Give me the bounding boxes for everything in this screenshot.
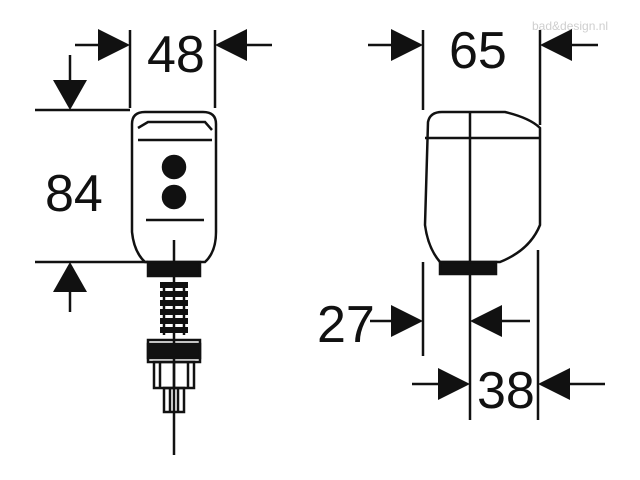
sensor-dot-bottom [161,184,187,210]
arrow-down-icon [53,80,87,110]
arrow-up-icon [53,262,87,292]
watermark-logo: bad&design.nl [532,19,608,33]
front-body-outline [130,110,218,264]
side-depth-label: 65 [449,22,507,80]
threaded-hose [160,282,188,333]
arrow-left-icon [540,29,572,61]
side-view [368,29,605,420]
arrow-left-icon [470,305,502,337]
arrow-right-icon [98,29,130,61]
front-base-ring [146,260,202,278]
front-view [35,29,272,455]
arrow-left-icon [538,368,570,400]
sensor-dot-top [161,154,187,180]
side-offset-label: 27 [317,296,375,354]
side-body-outline [423,110,542,264]
front-width-label: 48 [147,26,205,84]
arrow-right-icon [391,29,423,61]
arrow-right-icon [438,368,470,400]
side-base-ring [438,260,498,276]
arrow-right-icon [391,305,423,337]
arrow-left-icon [215,29,247,61]
front-height-label: 84 [45,165,103,223]
svg-text:bad&design.nl: bad&design.nl [532,19,608,33]
side-base-label: 38 [477,362,535,420]
